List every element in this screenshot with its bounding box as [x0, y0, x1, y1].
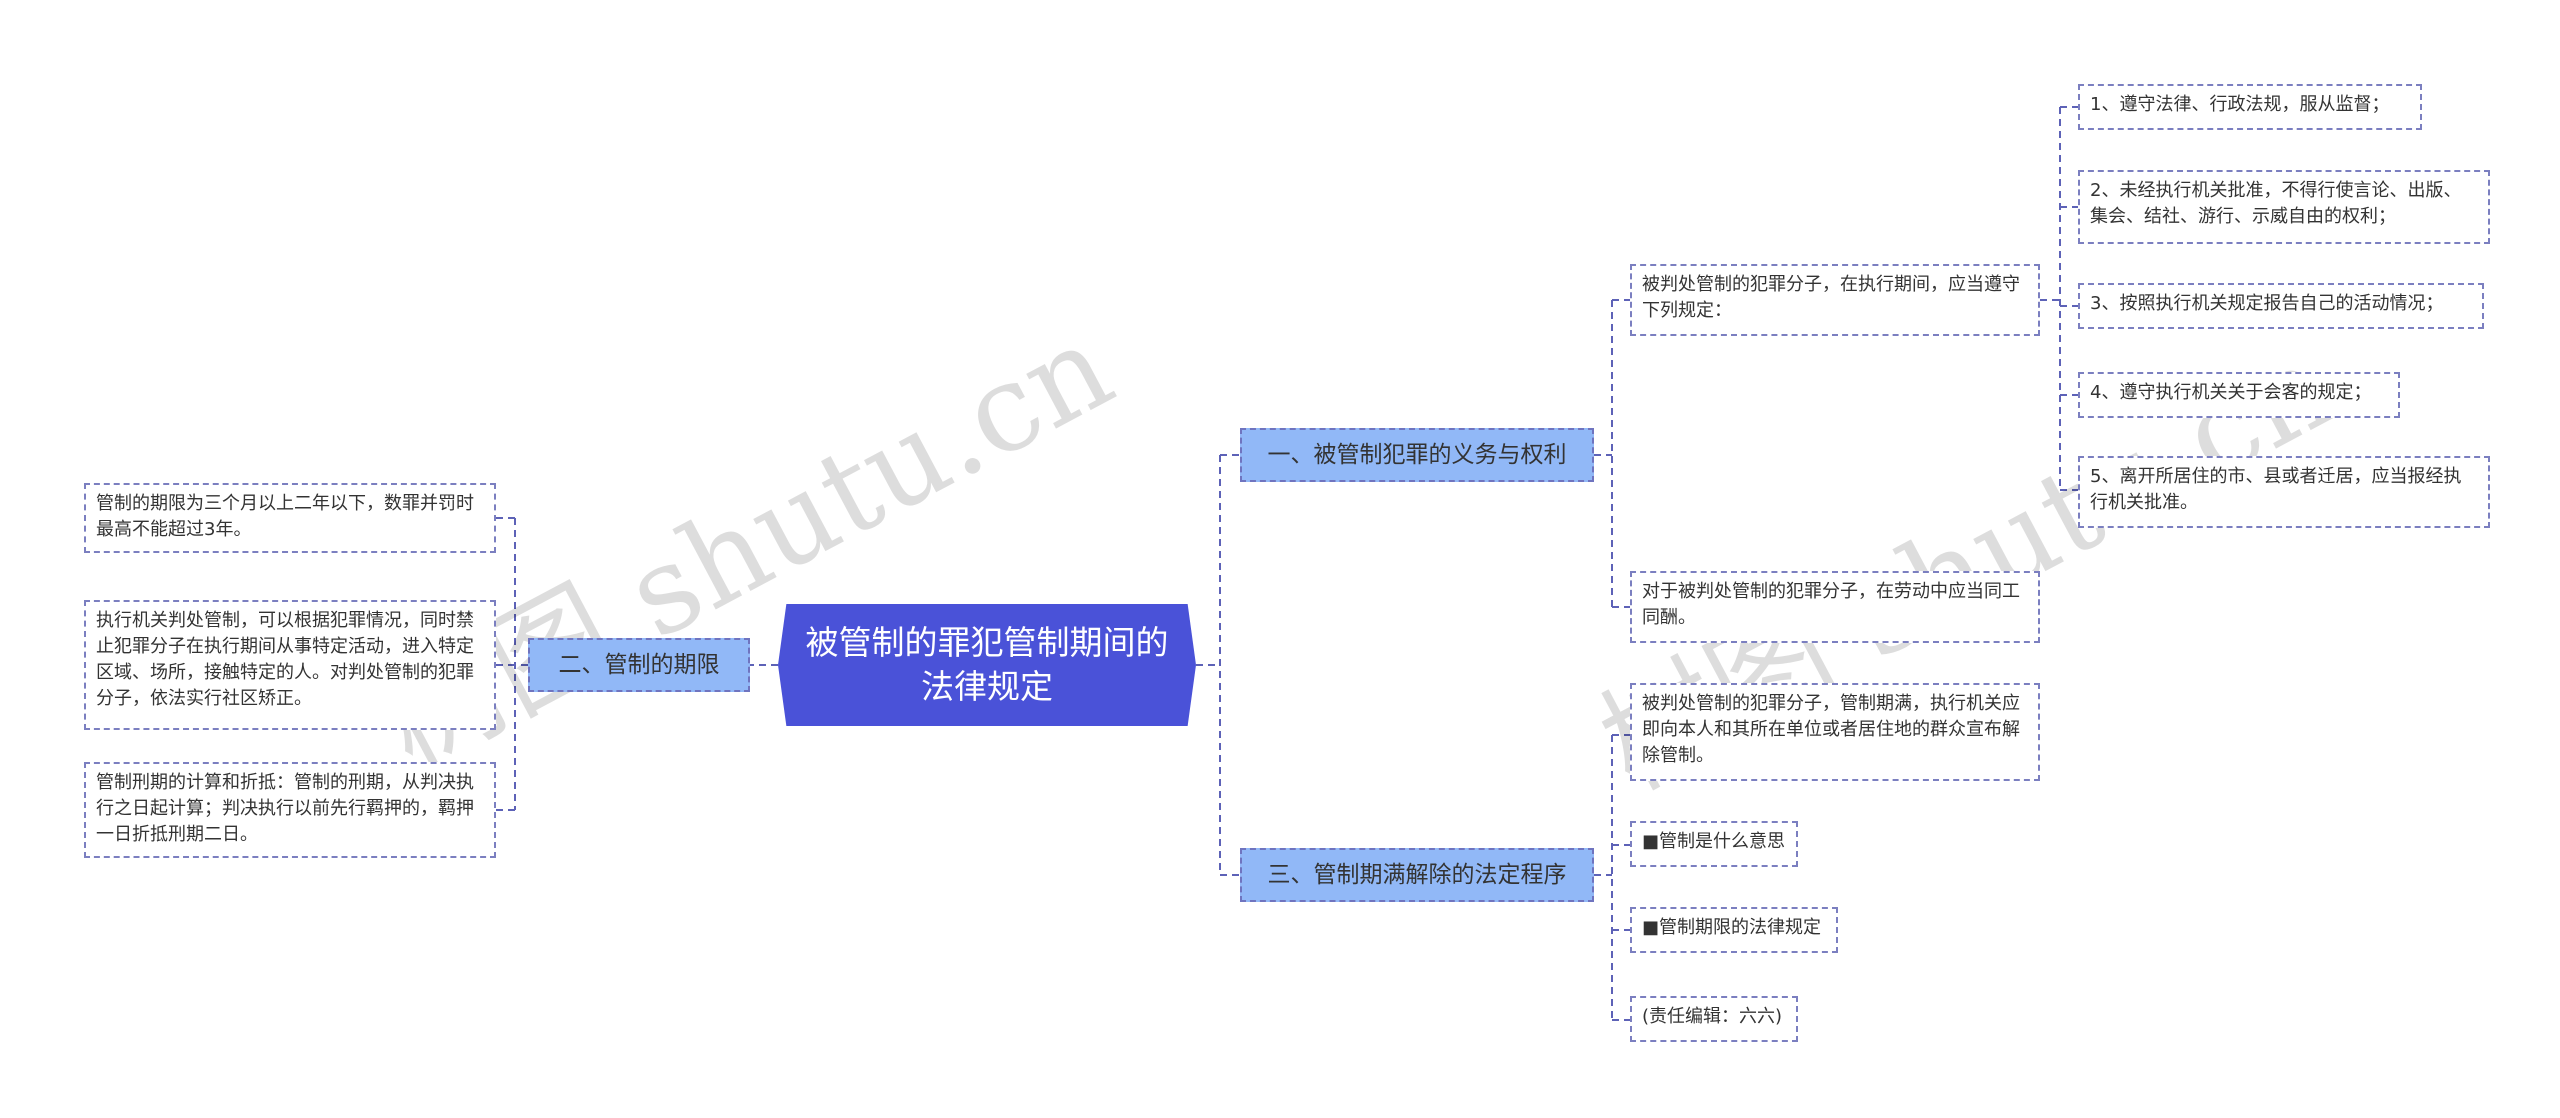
branch-label: 二、管制的期限 [558, 652, 720, 678]
branch-term-of-control[interactable]: 二、管制的期限 [528, 638, 750, 692]
leaf-text: 2、未经执行机关批准，不得行使言论、出版、集会、结社、游行、示威自由的权利； [2090, 180, 2462, 227]
leaf-text: 执行机关判处管制，可以根据犯罪情况，同时禁止犯罪分子在执行期间从事特定活动，进入… [96, 610, 474, 709]
rule-item-5[interactable]: 5、离开所居住的市、县或者迁居，应当报经执行机关批准。 [2078, 456, 2490, 528]
branch-obligations-rights[interactable]: 一、被管制犯罪的义务与权利 [1240, 428, 1594, 482]
branch-release-procedure[interactable]: 三、管制期满解除的法定程序 [1240, 848, 1594, 902]
link-control-term-law[interactable]: ■管制期限的法律规定 [1630, 907, 1838, 953]
leaf-equal-pay[interactable]: 对于被判处管制的犯罪分子，在劳动中应当同工同酬。 [1630, 571, 2040, 643]
leaf-text: 被判处管制的犯罪分子，管制期满，执行机关应即向本人和其所在单位或者居住地的群众宣… [1642, 693, 2020, 766]
leaf-term-calculation[interactable]: 管制刑期的计算和折抵：管制的刑期，从判决执行之日起计算；判决执行以前先行羁押的，… [84, 762, 496, 858]
leaf-text: ■管制期限的法律规定 [1642, 917, 1822, 938]
rule-item-3[interactable]: 3、按照执行机关规定报告自己的活动情况； [2078, 283, 2484, 329]
leaf-text: ■管制是什么意思 [1642, 831, 1786, 852]
rule-item-1[interactable]: 1、遵守法律、行政法规，服从监督； [2078, 84, 2422, 130]
leaf-text: (责任编辑：六六) [1642, 1006, 1783, 1027]
leaf-text: 管制的期限为三个月以上二年以下，数罪并罚时最高不能超过3年。 [96, 493, 474, 540]
rule-item-2[interactable]: 2、未经执行机关批准，不得行使言论、出版、集会、结社、游行、示威自由的权利； [2078, 170, 2490, 244]
leaf-term-duration[interactable]: 管制的期限为三个月以上二年以下，数罪并罚时最高不能超过3年。 [84, 483, 496, 553]
link-what-is-control[interactable]: ■管制是什么意思 [1630, 821, 1798, 867]
leaf-text: 4、遵守执行机关关于会客的规定； [2090, 382, 2372, 403]
leaf-prohibition-order[interactable]: 执行机关判处管制，可以根据犯罪情况，同时禁止犯罪分子在执行期间从事特定活动，进入… [84, 600, 496, 730]
center-topic[interactable]: 被管制的罪犯管制期间的法律规定 [778, 604, 1196, 726]
leaf-text: 1、遵守法律、行政法规，服从监督； [2090, 94, 2390, 115]
center-topic-label: 被管制的罪犯管制期间的法律规定 [805, 623, 1169, 706]
leaf-editor-credit: (责任编辑：六六) [1630, 996, 1798, 1042]
leaf-text: 被判处管制的犯罪分子，在执行期间，应当遵守下列规定： [1642, 274, 2020, 321]
rule-item-4[interactable]: 4、遵守执行机关关于会客的规定； [2078, 372, 2400, 418]
branch-label: 一、被管制犯罪的义务与权利 [1267, 442, 1567, 468]
leaf-text: 5、离开所居住的市、县或者迁居，应当报经执行机关批准。 [2090, 466, 2462, 513]
leaf-rules-during-execution[interactable]: 被判处管制的犯罪分子，在执行期间，应当遵守下列规定： [1630, 264, 2040, 336]
leaf-text: 对于被判处管制的犯罪分子，在劳动中应当同工同酬。 [1642, 581, 2020, 628]
leaf-release-announcement[interactable]: 被判处管制的犯罪分子，管制期满，执行机关应即向本人和其所在单位或者居住地的群众宣… [1630, 683, 2040, 781]
leaf-text: 3、按照执行机关规定报告自己的活动情况； [2090, 293, 2444, 314]
branch-label: 三、管制期满解除的法定程序 [1267, 862, 1567, 888]
leaf-text: 管制刑期的计算和折抵：管制的刑期，从判决执行之日起计算；判决执行以前先行羁押的，… [96, 772, 474, 845]
